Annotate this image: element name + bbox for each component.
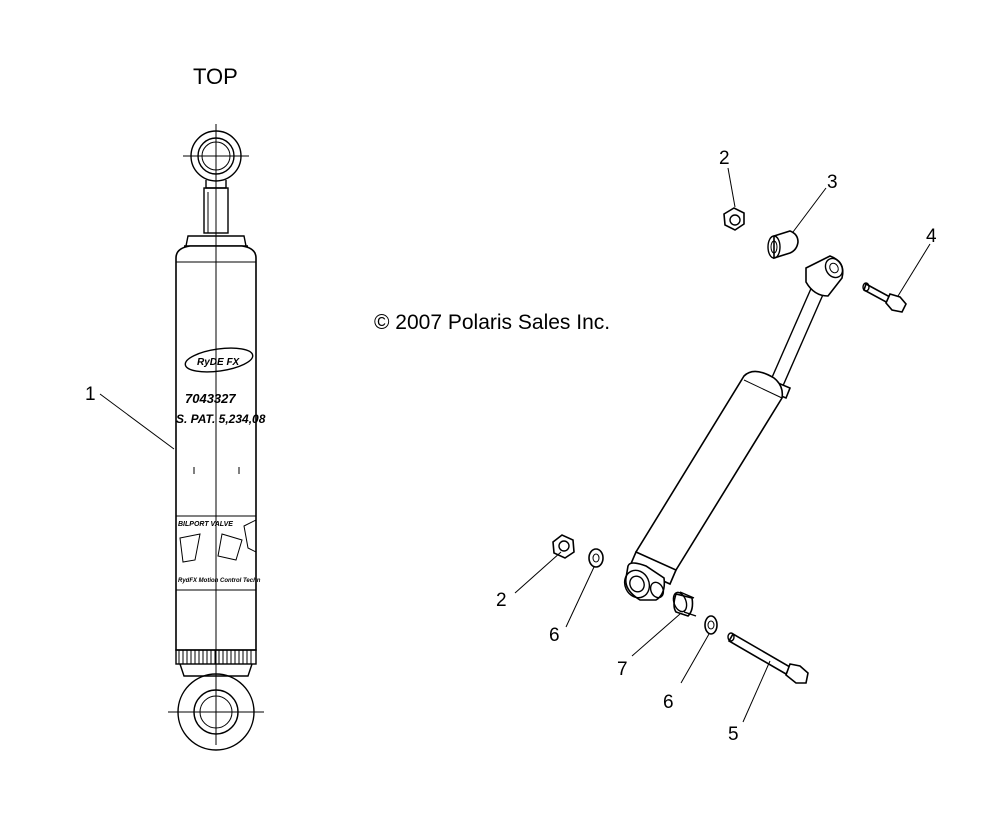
spacer-part-7 bbox=[672, 591, 697, 617]
shock-absorber-exploded-view bbox=[623, 255, 844, 601]
svg-text:RyDE FX: RyDE FX bbox=[197, 357, 241, 368]
callout-2-top: 2 bbox=[719, 148, 730, 169]
copyright-text: © 2007 Polaris Sales Inc. bbox=[374, 311, 610, 334]
callout-2-bottom: 2 bbox=[496, 590, 507, 611]
shock-absorber-front-view: RyDE FX bbox=[168, 124, 264, 751]
washer-part-6-right bbox=[704, 615, 718, 635]
callout-4: 4 bbox=[926, 226, 937, 247]
washer-part-6-left bbox=[588, 548, 604, 568]
callout-6-left: 6 bbox=[549, 625, 560, 646]
bolt-part-4 bbox=[862, 282, 907, 313]
shock-valve-text: BILPORT VALVE bbox=[178, 521, 233, 528]
callout-6-right: 6 bbox=[663, 692, 674, 713]
nut-part-2-top bbox=[723, 207, 745, 231]
leader-7 bbox=[631, 613, 681, 657]
nut-part-2-bottom bbox=[552, 534, 575, 559]
leader-2-bottom bbox=[514, 551, 562, 594]
leader-6-right bbox=[680, 633, 710, 684]
leader-6-left bbox=[565, 566, 595, 628]
bolt-part-5 bbox=[727, 632, 809, 684]
callout-5: 5 bbox=[728, 724, 739, 745]
shock-footer-text: RydFX Motion Control Techn bbox=[178, 578, 261, 584]
leader-3 bbox=[792, 187, 827, 233]
bushing-part-3 bbox=[767, 230, 799, 260]
shock-part-number: 7043327 bbox=[185, 391, 236, 406]
callout-3: 3 bbox=[827, 172, 838, 193]
leader-2-top bbox=[727, 167, 736, 208]
leader-4 bbox=[897, 243, 931, 297]
leader-5 bbox=[742, 660, 771, 723]
shock-patent-text: S. PAT. 5,234,08 bbox=[176, 412, 266, 426]
callout-7: 7 bbox=[617, 659, 628, 680]
leader-1 bbox=[99, 393, 175, 450]
callout-1: 1 bbox=[85, 384, 96, 405]
view-label-top: TOP bbox=[193, 64, 238, 89]
